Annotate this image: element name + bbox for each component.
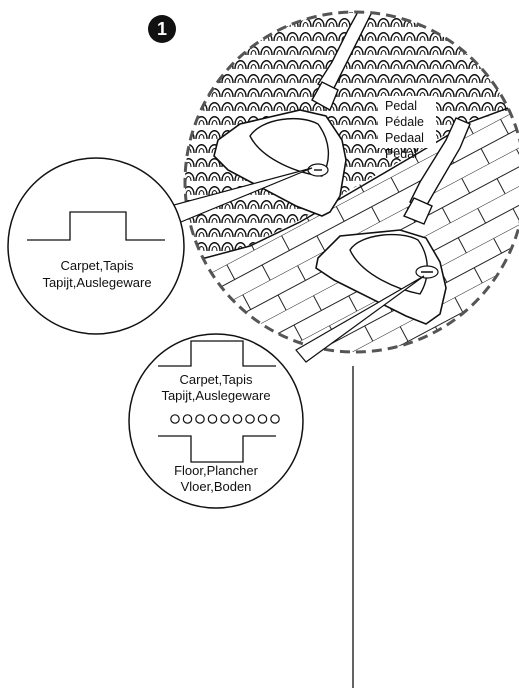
floor-callout-floor-line1: Floor,Plancher [174, 463, 258, 478]
wheel-dot [182, 414, 193, 424]
carpet-callout-line2: Tapijt,Auslegeware [42, 275, 151, 290]
pedal-label-box [378, 96, 436, 148]
carpet-area [185, 12, 519, 262]
wheel-dot [232, 414, 243, 424]
lower-nozzle [315, 117, 471, 325]
floor-callout-carpet-line2: Tapijt,Auslegeware [161, 388, 270, 403]
wheel-dot [220, 414, 230, 424]
step-number-badge: 1 [148, 15, 176, 43]
wheel-dot [257, 414, 268, 424]
carpet-callout: Carpet,Tapis Tapijt,Auslegeware [7, 157, 185, 335]
wheel-dot [245, 414, 255, 424]
floor-callout-floor-line2: Vloer,Boden [181, 479, 252, 494]
zoom-circle [183, 10, 519, 354]
step-number: 1 [157, 19, 167, 39]
carpet-callout-line1: Carpet,Tapis [61, 258, 134, 273]
pedal-label-en: Pedal [385, 99, 417, 113]
wheel-dot [270, 414, 280, 424]
floor-callout-carpet-line1: Carpet,Tapis [180, 372, 253, 387]
pedal-labels: Pedal Pédale Pedaal Pedal [385, 99, 424, 161]
pedal-label-fr: Pédale [385, 115, 424, 129]
floor-callout: Carpet,Tapis Tapijt,Auslegeware Floor,Pl… [128, 333, 304, 509]
upper-nozzle [213, 12, 436, 217]
wheel-dot [195, 414, 205, 424]
wheel-dots [170, 414, 280, 424]
wheel-dot [170, 414, 180, 424]
wheel-dot [207, 414, 218, 424]
pedal-label-de: Pedal [385, 147, 417, 161]
pedal-label-nl: Pedaal [385, 131, 424, 145]
